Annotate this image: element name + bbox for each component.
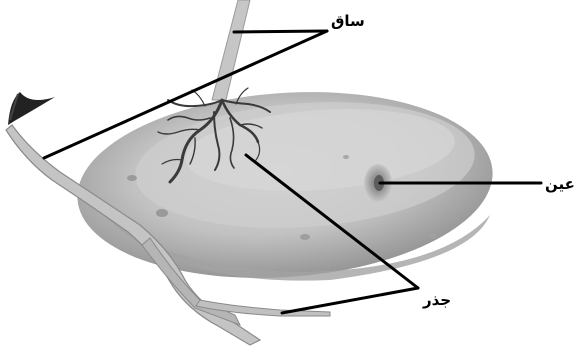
stem-label: ساق bbox=[331, 12, 365, 30]
stem-leader-upper bbox=[234, 31, 327, 32]
root-label: جذر bbox=[422, 291, 451, 309]
eye-label: عين bbox=[545, 175, 575, 193]
upper-stem bbox=[212, 0, 250, 100]
root-leader-lower bbox=[282, 288, 418, 313]
